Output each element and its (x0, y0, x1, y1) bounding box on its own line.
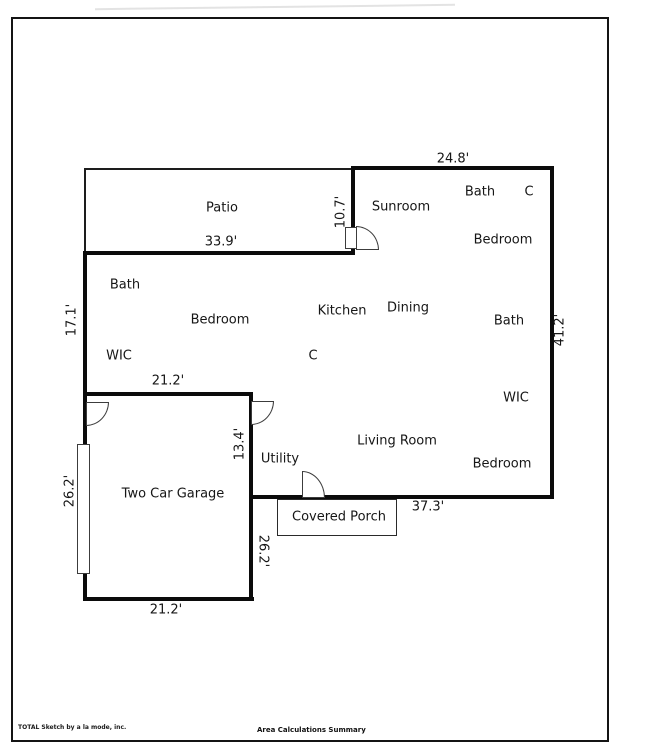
room-label-closet-center: C (308, 348, 318, 364)
wall-bottom (251, 495, 554, 499)
dim-17-1-left: 17.1' (64, 303, 80, 337)
room-label-patio: Patio (206, 200, 238, 216)
room-label-bedroom-topright: Bedroom (473, 232, 533, 248)
room-label-covered-porch: Covered Porch (292, 509, 386, 525)
dim-10-7-sunroom: 10.7' (333, 195, 349, 229)
room-label-bath-right: Bath (493, 313, 525, 329)
branding-text: TOTAL Sketch by a la mode, inc. (18, 724, 127, 731)
dim-24-8-top: 24.8' (436, 151, 470, 167)
dim-21-2-garage-top: 21.2' (151, 373, 185, 389)
wall-sunroom-west (351, 166, 355, 255)
room-label-sunroom: Sunroom (371, 199, 431, 215)
dim-41-2-right: 41.2' (552, 313, 568, 347)
patio-outline (84, 168, 355, 255)
dim-13-4-utility: 13.4' (232, 427, 248, 461)
wall-garage-top (83, 392, 253, 396)
room-label-bath-left: Bath (109, 277, 141, 293)
room-label-two-car-garage: Two Car Garage (121, 486, 225, 502)
room-label-closet-top: C (524, 184, 534, 200)
room-label-living-room: Living Room (357, 433, 437, 449)
room-label-dining: Dining (387, 300, 429, 316)
wall-garage-right (249, 392, 253, 601)
page-border (11, 17, 609, 742)
dim-26-2-right: 26.2' (255, 534, 271, 568)
dim-37-3-bottom: 37.3' (411, 499, 445, 515)
wall-northwest-wing (83, 251, 355, 255)
wall-left (83, 251, 87, 396)
garage-overhead-door (77, 444, 90, 574)
dim-21-2-garage-bottom: 21.2' (149, 602, 183, 618)
scan-artifact (95, 3, 455, 11)
room-label-kitchen: Kitchen (317, 303, 367, 319)
room-label-bedroom-left: Bedroom (190, 312, 250, 328)
room-label-utility: Utility (260, 451, 300, 467)
room-label-bedroom-right: Bedroom (472, 456, 532, 472)
wall-garage-bottom (83, 597, 254, 601)
wall-top (351, 166, 554, 170)
wall-right (550, 166, 554, 499)
dim-33-9-patio: 33.9' (204, 234, 238, 250)
room-label-wic-left: WIC (106, 348, 132, 364)
covered-porch-outline (277, 499, 397, 536)
room-label-bath-top: Bath (464, 184, 496, 200)
area-summary-title: Area Calculations Summary (257, 726, 366, 734)
dim-26-2-left: 26.2' (62, 474, 78, 508)
room-label-wic-right: WIC (503, 390, 529, 406)
